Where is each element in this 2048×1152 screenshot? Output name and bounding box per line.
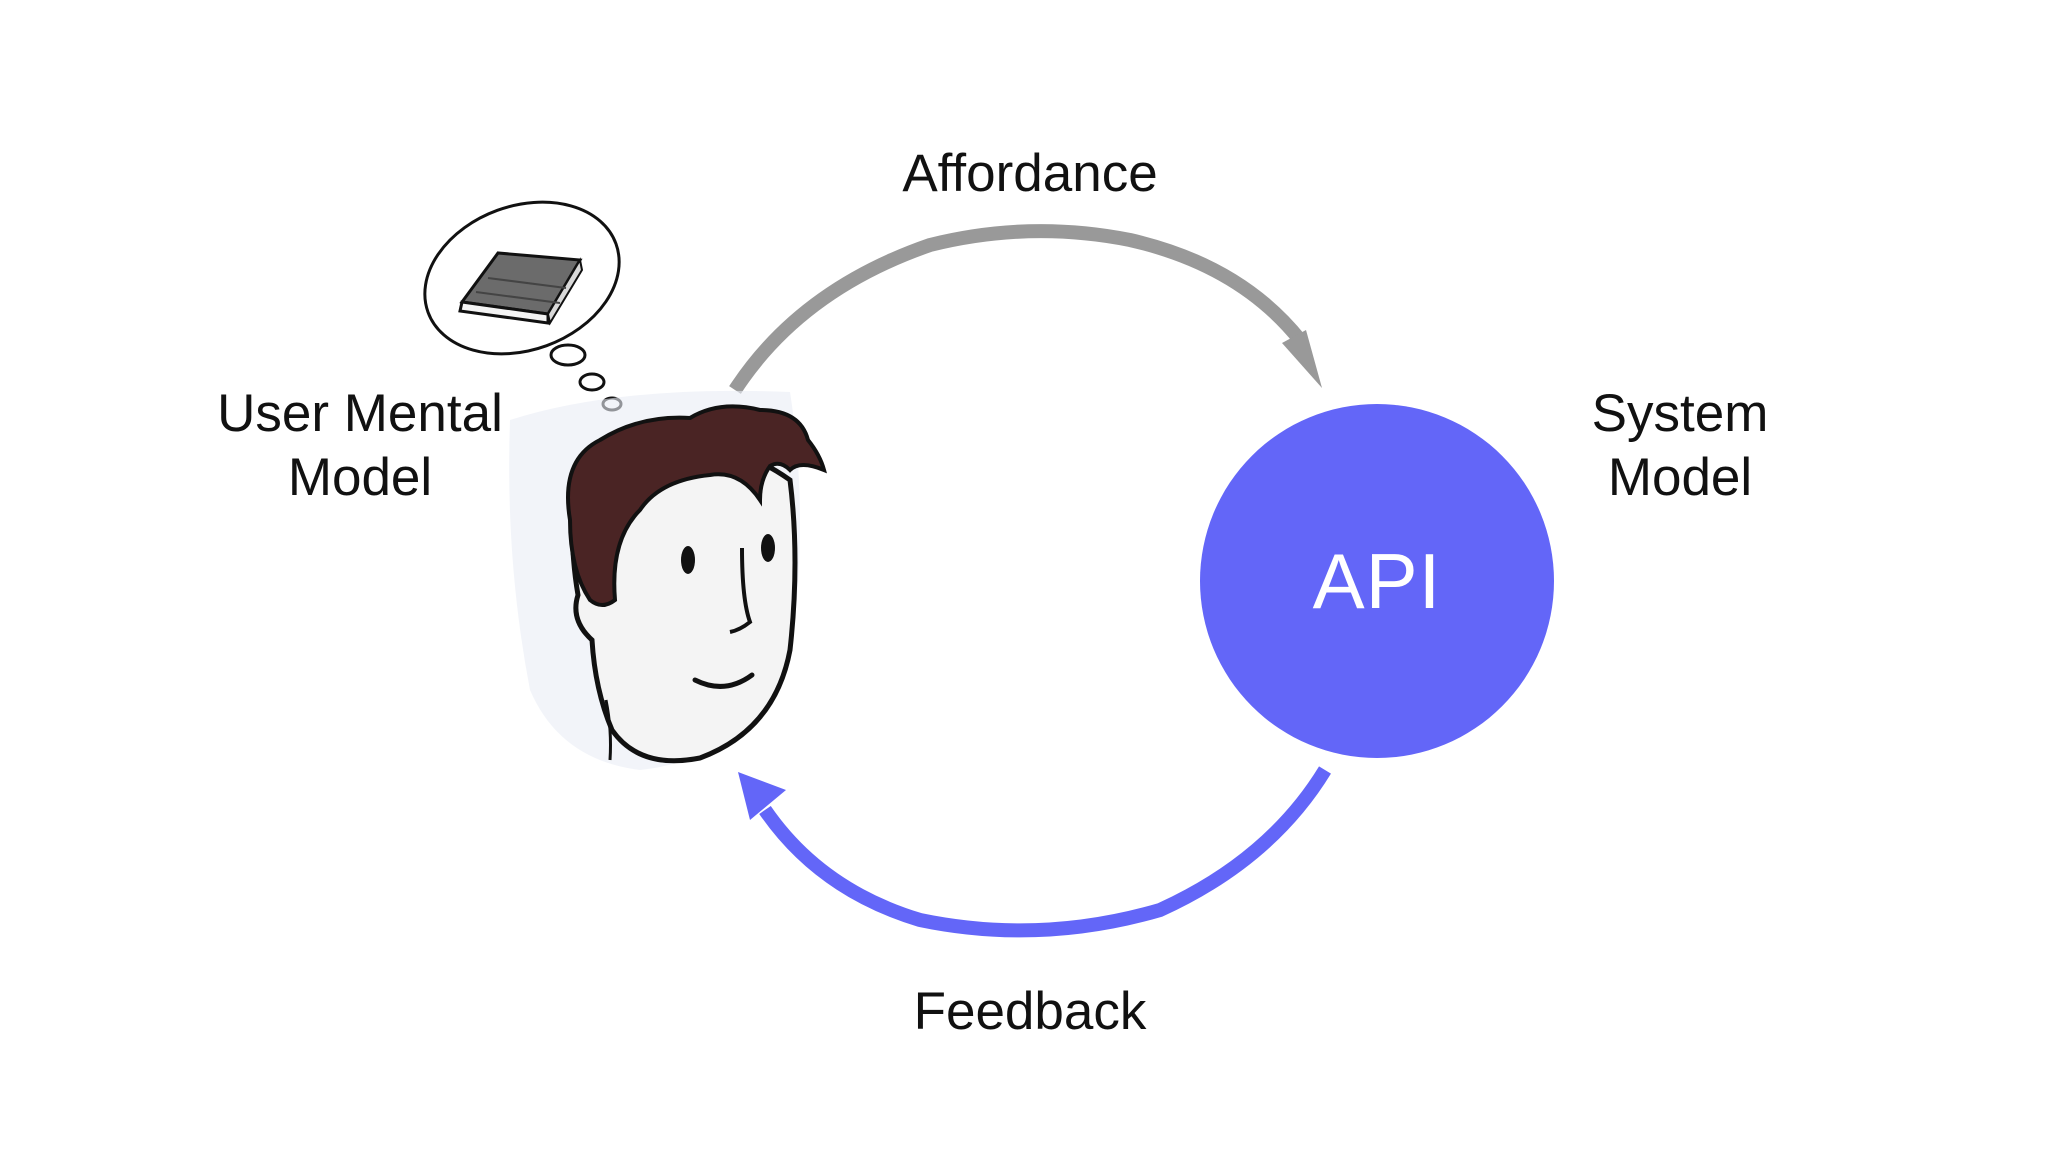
system-model-label: System Model (1530, 382, 1830, 510)
system-model-line-2: Model (1607, 448, 1753, 507)
affordance-arrowhead (1282, 330, 1322, 388)
book-icon (458, 251, 584, 326)
user-mental-model-label: User Mental Model (175, 382, 545, 510)
cartoon-head-icon (509, 390, 827, 770)
feedback-arrow (759, 766, 1331, 938)
user-mental-model-line-1: User Mental (217, 384, 503, 443)
api-label: API (1312, 536, 1442, 625)
affordance-arrow (729, 224, 1306, 394)
feedback-label: Feedback (913, 982, 1147, 1041)
affordance-label: Affordance (902, 144, 1158, 203)
feedback-arrowhead (738, 772, 786, 820)
system-model-line-1: System (1591, 384, 1769, 443)
user-mental-model-line-2: Model (287, 448, 433, 507)
api-node: API (1200, 404, 1554, 758)
